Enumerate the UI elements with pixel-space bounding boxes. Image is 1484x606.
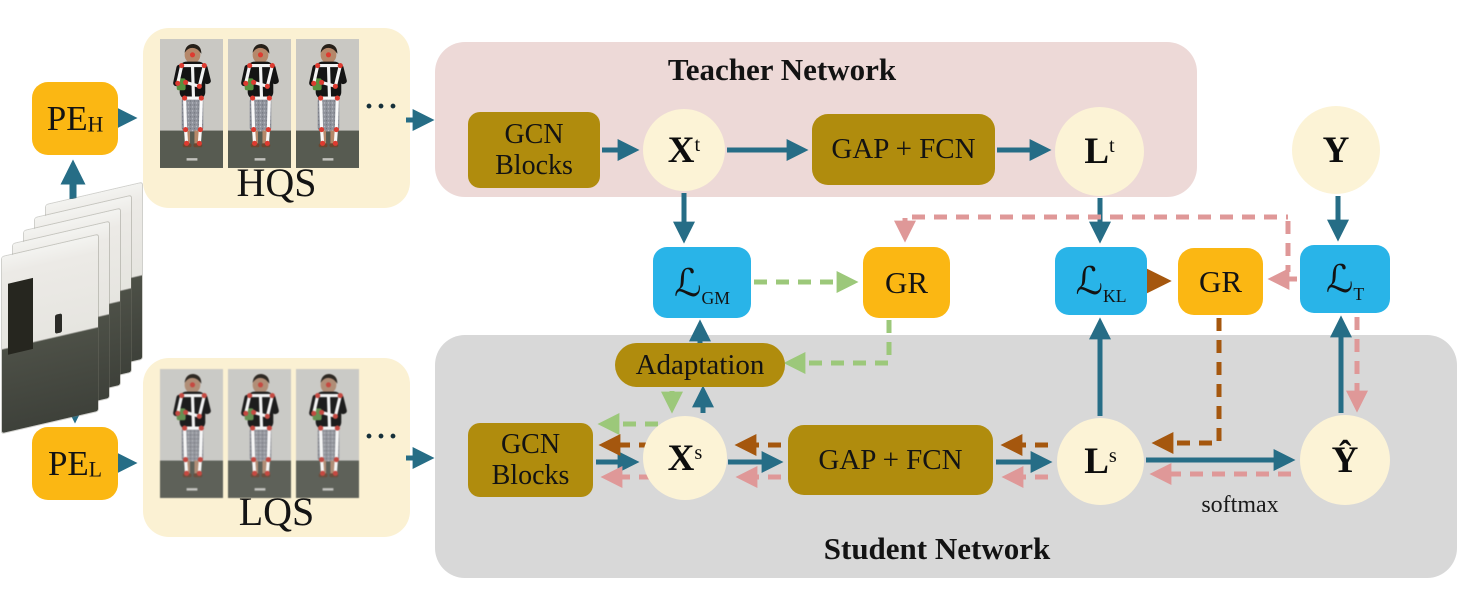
softmax-label: softmax [1201,492,1279,518]
pe-h-box: PEH [32,82,118,155]
loss-t-box: ℒT [1300,245,1390,313]
hqs-label: HQS [236,160,317,205]
hqs-photos [160,38,359,169]
loss-gm-label: ℒGM [674,260,730,308]
lqs-label: LQS [238,489,315,534]
xt-node: Xt [643,109,725,191]
loss-gm-box: ℒGM [653,247,751,318]
loss-t-label: ℒT [1325,257,1365,304]
y-node: Y [1292,106,1380,194]
gap-fcn-student: GAP + FCN [788,425,993,495]
pose-frame-image [228,368,291,499]
pose-frame-image [160,38,223,169]
adaptation-label: Adaptation [635,348,765,381]
pose-frame-image [160,368,223,499]
ls-label: Ls [1084,441,1117,482]
pe-l-label: PEL [47,443,103,483]
teacher-network-title: Teacher Network [667,52,897,87]
xs-label: Xs [667,437,703,479]
y-label: Y [1322,129,1350,171]
yhat-label: Ŷ [1331,439,1359,481]
tiny-person-shape [54,313,62,335]
lqs-ellipsis: ··· [363,420,400,453]
gr-box-2: GR [1178,248,1263,315]
ls-node: Ls [1057,418,1144,505]
gr-box-1: GR [863,247,950,318]
student-network-title: Student Network [823,531,1051,566]
gap-fcn-student-label: GAP + FCN [818,443,963,476]
xt-label: Xt [667,129,701,171]
pe-l-box: PEL [32,427,118,500]
hqs-ellipsis: ··· [363,90,400,123]
yhat-node: Ŷ [1300,415,1390,505]
loss-kl-box: ℒKL [1055,247,1147,315]
lt-label: Lt [1084,131,1115,172]
gr-2-label: GR [1198,263,1243,299]
pose-frame-image [296,38,359,169]
adaptation-box: Adaptation [615,343,785,387]
lt-node: Lt [1055,107,1144,196]
pe-h-label: PEH [46,98,104,138]
video-frame-stack [0,182,152,434]
gr-1-label: GR [884,264,929,300]
lqs-strip: ··· LQS [143,358,410,537]
pose-frame-image [228,38,291,169]
xs-node: Xs [643,416,727,500]
room-door-shape [7,278,33,355]
lqs-photos [160,368,359,499]
video-frame [2,234,98,434]
gap-fcn-teacher: GAP + FCN [812,114,995,185]
pose-frame-image [296,368,359,499]
loss-kl-label: ℒKL [1075,259,1127,306]
hqs-strip: ··· HQS [143,28,410,208]
gap-fcn-teacher-label: GAP + FCN [831,133,976,165]
